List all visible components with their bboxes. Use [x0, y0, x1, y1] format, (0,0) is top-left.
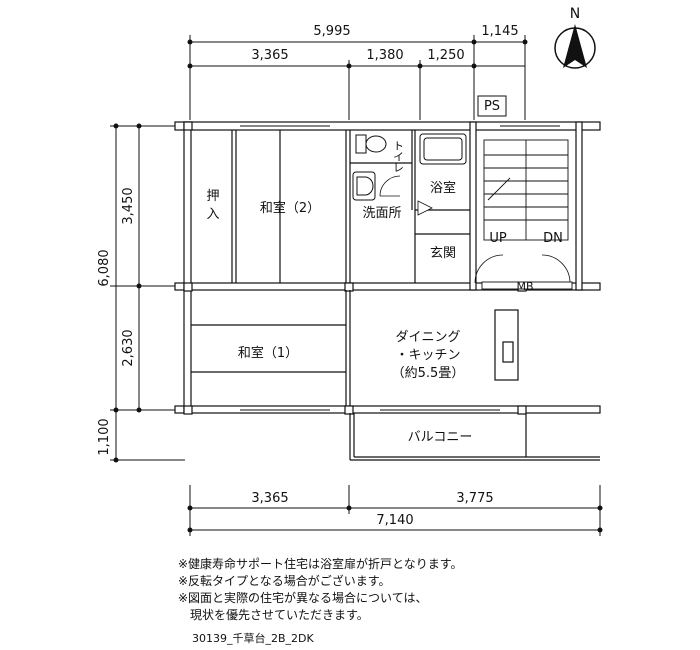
washbasin-icon: [352, 171, 376, 201]
dim-left-c: 1,100: [97, 418, 112, 455]
label-ps: PS: [484, 99, 500, 114]
note-4: 現状を優先させていただきます。: [178, 608, 369, 622]
label-washroom: 洗面所: [362, 206, 401, 221]
toilet-fixture-icon: [355, 134, 387, 154]
label-washitsu-2: 和室（2）: [260, 200, 320, 216]
plan-code: 30139_千草台_2B_2DK: [192, 632, 314, 645]
dim-top-c: 1,250: [427, 48, 464, 63]
label-dining-2: ・キッチン: [395, 348, 460, 363]
label-dining-1: ダイニング: [395, 330, 460, 345]
label-balcony: バルコニー: [408, 430, 473, 445]
top-dimension-lines: [189, 35, 526, 120]
note-2: ※反転タイプとなる場合がございます。: [178, 574, 391, 588]
label-bath: 浴室: [430, 180, 456, 196]
label-toilet: トイレ: [392, 140, 405, 173]
left-dimension-lines: [110, 125, 185, 461]
dim-top-b: 1,380: [366, 48, 403, 63]
ps-box: [477, 95, 507, 117]
dim-top-total: 5,995: [313, 24, 350, 39]
window-marks: [240, 125, 560, 411]
dim-bottom-a: 3,365: [251, 491, 288, 506]
label-closet-1: 押: [206, 189, 219, 204]
label-washitsu-1: 和室（1）: [238, 345, 298, 361]
label-entrance: 玄関: [430, 246, 456, 261]
label-closet-2: 入: [206, 207, 219, 222]
north-compass-icon: [554, 24, 596, 69]
walls: [174, 121, 601, 415]
label-up: UP: [489, 231, 507, 246]
label-dining-3: （約5.5畳）: [392, 366, 465, 381]
bathtub-icon: [419, 133, 467, 165]
stairs-icon: [481, 139, 573, 290]
door-swings: [379, 175, 571, 284]
dim-bottom-total: 7,140: [376, 513, 413, 528]
note-3: ※図面と実際の住宅が異なる場合については、: [178, 591, 428, 605]
label-dn: DN: [543, 231, 563, 246]
dim-left-total: 6,080: [97, 249, 112, 286]
dim-bottom-b: 3,775: [456, 491, 493, 506]
note-1: ※健康寿命サポート住宅は浴室扉が折戸となります。: [178, 557, 463, 571]
dim-top-a: 3,365: [251, 48, 288, 63]
interior-partitions: [191, 130, 600, 461]
dim-left-b: 2,630: [121, 329, 136, 366]
label-mb: MB: [516, 280, 533, 293]
dim-top-right: 1,145: [481, 24, 518, 39]
compass-label: N: [570, 6, 580, 22]
dim-left-a: 3,450: [121, 187, 136, 224]
